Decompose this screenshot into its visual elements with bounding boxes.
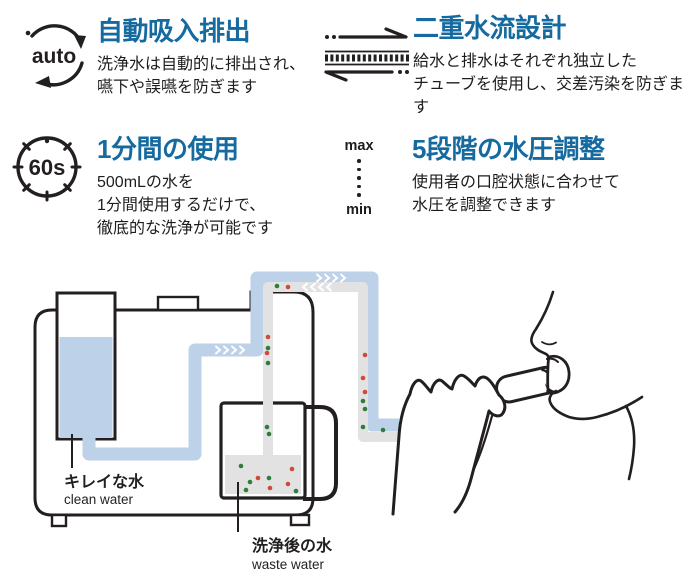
timer-60s-icon: 60s bbox=[12, 136, 82, 202]
clean-water-label-en: clean water bbox=[64, 492, 134, 507]
max-label: max bbox=[344, 138, 374, 154]
hand-fill bbox=[393, 375, 505, 514]
clean-water-tube bbox=[82, 271, 399, 461]
feature-dual-flow-title: 二重水流設計 bbox=[413, 13, 567, 43]
waste-water-label-en: waste water bbox=[251, 557, 325, 572]
feature-pressure: 5段階の水圧調整 使用者の口腔状態に合わせて 水圧を調整できます bbox=[412, 134, 620, 217]
clean-water-fill bbox=[59, 337, 113, 438]
feature-dual-flow-line1: 給水と排水はそれぞれ独立した bbox=[413, 53, 638, 70]
flow-direction-chevrons bbox=[215, 273, 347, 355]
debris-dots-red bbox=[255, 284, 368, 491]
feature-auto: 自動吸入排出 洗浄水は自動的に排出され、 嚥下や誤嚥を防ぎます bbox=[97, 16, 305, 99]
feature-one-minute-title: 1分間の使用 bbox=[97, 134, 239, 164]
feature-one-minute-line2: 1分間使用するだけで、 bbox=[97, 197, 266, 214]
waste-water-label-jp: 洗浄後の水 bbox=[252, 536, 333, 555]
feature-auto-line1: 洗浄水は自動的に排出され、 bbox=[97, 56, 306, 73]
feature-one-minute: 1分間の使用 500mLの水を 1分間使用するだけで、 徹底的な洗浄が可能です bbox=[97, 134, 273, 240]
feature-dual-flow-line2: チューブを使用し、交差汚染を防ぎます bbox=[413, 76, 685, 116]
machine-foot-right bbox=[289, 513, 311, 527]
machine-foot-left bbox=[50, 513, 68, 528]
feature-dual-flow: 二重水流設計 給水と排水はそれぞれ独立した チューブを使用し、交差汚染を防ぎます bbox=[413, 13, 700, 119]
nose-profile bbox=[530, 290, 555, 361]
hand-outline bbox=[391, 373, 507, 516]
debris-dots-green bbox=[238, 283, 386, 494]
auto-icon-text: auto bbox=[32, 45, 76, 68]
waste-container-handle bbox=[303, 405, 338, 501]
pressure-range-icon: max min bbox=[340, 138, 378, 218]
feature-auto-title: 自動吸入排出 bbox=[97, 16, 251, 46]
waste-water-fill bbox=[225, 455, 301, 494]
pressure-dots bbox=[340, 159, 378, 197]
chin-jaw-line bbox=[548, 389, 644, 421]
upper-lip-line bbox=[546, 357, 559, 363]
timer-icon-text: 60s bbox=[29, 155, 66, 180]
feature-pressure-line2: 水圧を調整できます bbox=[412, 197, 557, 214]
thumb-crease bbox=[471, 414, 494, 473]
machine-top-notch bbox=[156, 295, 200, 312]
feature-pressure-title: 5段階の水圧調整 bbox=[412, 134, 605, 164]
feature-pressure-line1: 使用者の口腔状態に合わせて bbox=[412, 174, 621, 191]
mouth-corner-shadow bbox=[545, 383, 560, 394]
clean-water-label-jp: キレイな水 bbox=[64, 472, 145, 491]
waste-water-tube bbox=[263, 282, 398, 456]
face-profile bbox=[530, 290, 644, 481]
hand bbox=[391, 373, 507, 516]
feature-auto-line2: 嚥下や誤嚥を防ぎます bbox=[97, 79, 258, 96]
neck-line bbox=[624, 404, 636, 481]
dual-flow-icon bbox=[324, 27, 409, 82]
auto-cycle-icon: auto bbox=[25, 24, 86, 88]
feature-one-minute-line3: 徹底的な洗浄が可能です bbox=[97, 220, 274, 237]
waste-water-label: 洗浄後の水 waste water bbox=[237, 482, 333, 572]
nostril-line bbox=[541, 341, 557, 346]
clean-water-label: キレイな水 clean water bbox=[64, 434, 145, 507]
min-label: min bbox=[346, 201, 372, 218]
feature-one-minute-line1: 500mLの水を bbox=[97, 174, 194, 191]
